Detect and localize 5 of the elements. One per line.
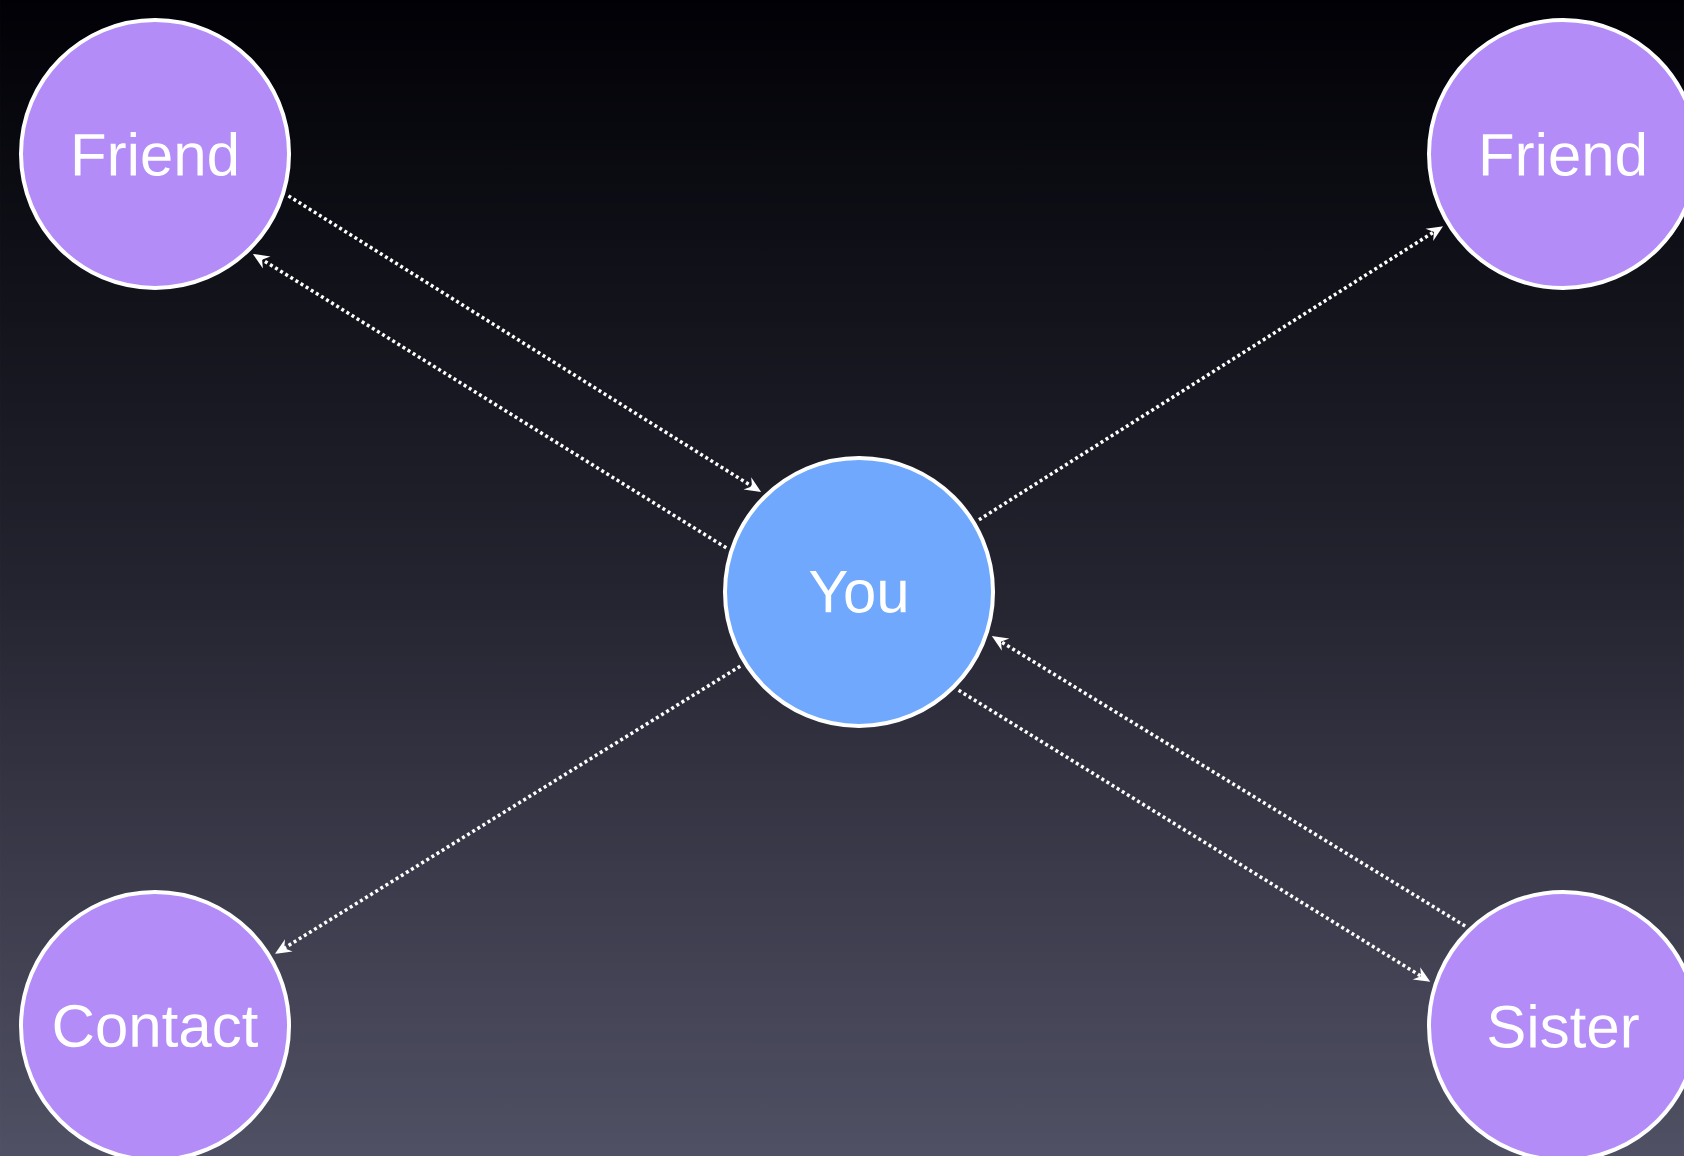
- circle-node: Contact: [19, 890, 291, 1156]
- circle-node: Friend: [19, 18, 291, 290]
- circle-node: Sister: [1427, 890, 1684, 1156]
- circle-node: Friend: [1427, 18, 1684, 290]
- circle-node: You: [723, 456, 995, 728]
